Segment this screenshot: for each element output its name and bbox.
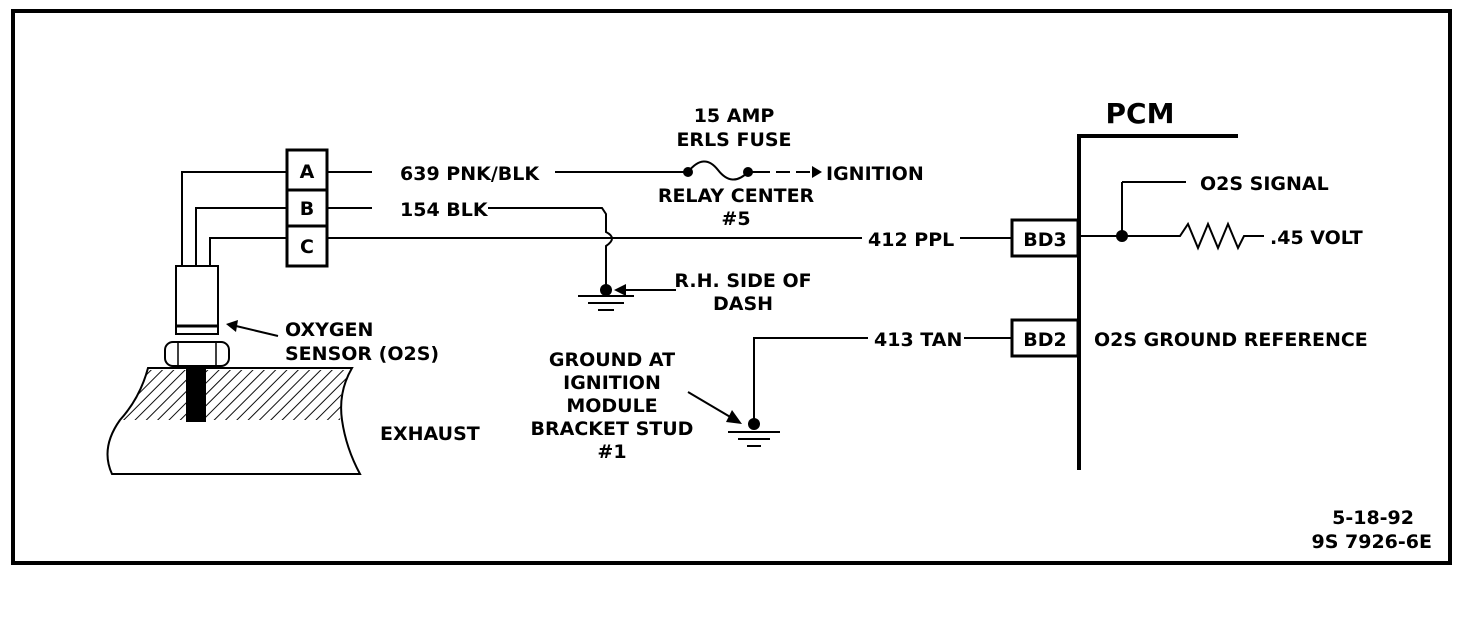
module-ground-icon bbox=[728, 418, 780, 447]
connector-pin-c: C bbox=[300, 236, 314, 258]
sensor-arrow-icon bbox=[226, 320, 279, 337]
module-ground-label-line1: GROUND AT bbox=[549, 349, 675, 371]
module-ground-label-line2: IGNITION bbox=[563, 372, 661, 394]
module-ground-label-line5: #1 bbox=[597, 441, 626, 463]
connector: A B C bbox=[285, 148, 329, 268]
connector-pin-a: A bbox=[300, 161, 315, 183]
footer-code: 9S 7926-6E bbox=[1312, 531, 1433, 553]
voltage-label: .45 VOLT bbox=[1270, 227, 1363, 249]
pin-bd3: BD3 bbox=[1010, 218, 1080, 258]
dash-ground-icon bbox=[578, 284, 634, 311]
relay-center-label: RELAY CENTER bbox=[658, 185, 815, 207]
footer-date: 5-18-92 bbox=[1332, 507, 1414, 529]
connector-pin-b: B bbox=[300, 198, 314, 220]
pin-bd3-label: BD3 bbox=[1023, 229, 1066, 251]
pin-bd2: BD2 bbox=[1010, 318, 1080, 358]
ground-reference-label: O2S GROUND REFERENCE bbox=[1094, 329, 1368, 351]
exhaust-pipe bbox=[106, 367, 362, 475]
fuse-icon bbox=[683, 160, 753, 181]
module-ground-label-line3: MODULE bbox=[566, 395, 657, 417]
exhaust-label: EXHAUST bbox=[380, 423, 480, 445]
pcm-title: PCM bbox=[1106, 97, 1175, 130]
relay-number-label: #5 bbox=[721, 208, 750, 230]
sensor-label-line1: OXYGEN bbox=[285, 319, 373, 341]
ignition-arrow-icon bbox=[748, 166, 822, 178]
pcm-module: PCM bbox=[1077, 97, 1238, 470]
ground-ref-wire-label: 413 TAN bbox=[874, 329, 962, 351]
module-ground-label-line4: BRACKET STUD bbox=[531, 418, 694, 440]
pin-bd2-label: BD2 bbox=[1023, 329, 1066, 351]
ignition-label: IGNITION bbox=[826, 163, 924, 185]
dash-ground-label-line2: DASH bbox=[713, 293, 773, 315]
dash-ground-arrow-icon bbox=[614, 284, 676, 296]
resistor-icon bbox=[1172, 221, 1264, 251]
fuse-amp-label: 15 AMP bbox=[694, 105, 775, 127]
fuse-name-label: ERLS FUSE bbox=[676, 129, 791, 151]
module-ground-arrow-icon bbox=[687, 391, 742, 424]
o2s-signal-label: O2S SIGNAL bbox=[1200, 173, 1329, 195]
wire-b-label: 154 BLK bbox=[400, 199, 489, 221]
diagram-frame bbox=[11, 9, 1452, 565]
dash-ground-label-line1: R.H. SIDE OF bbox=[674, 270, 811, 292]
wire-c-label: 412 PPL bbox=[868, 229, 954, 251]
wire-a-label: 639 PNK/BLK bbox=[400, 163, 540, 185]
sensor-label-line2: SENSOR (O2S) bbox=[285, 343, 439, 365]
